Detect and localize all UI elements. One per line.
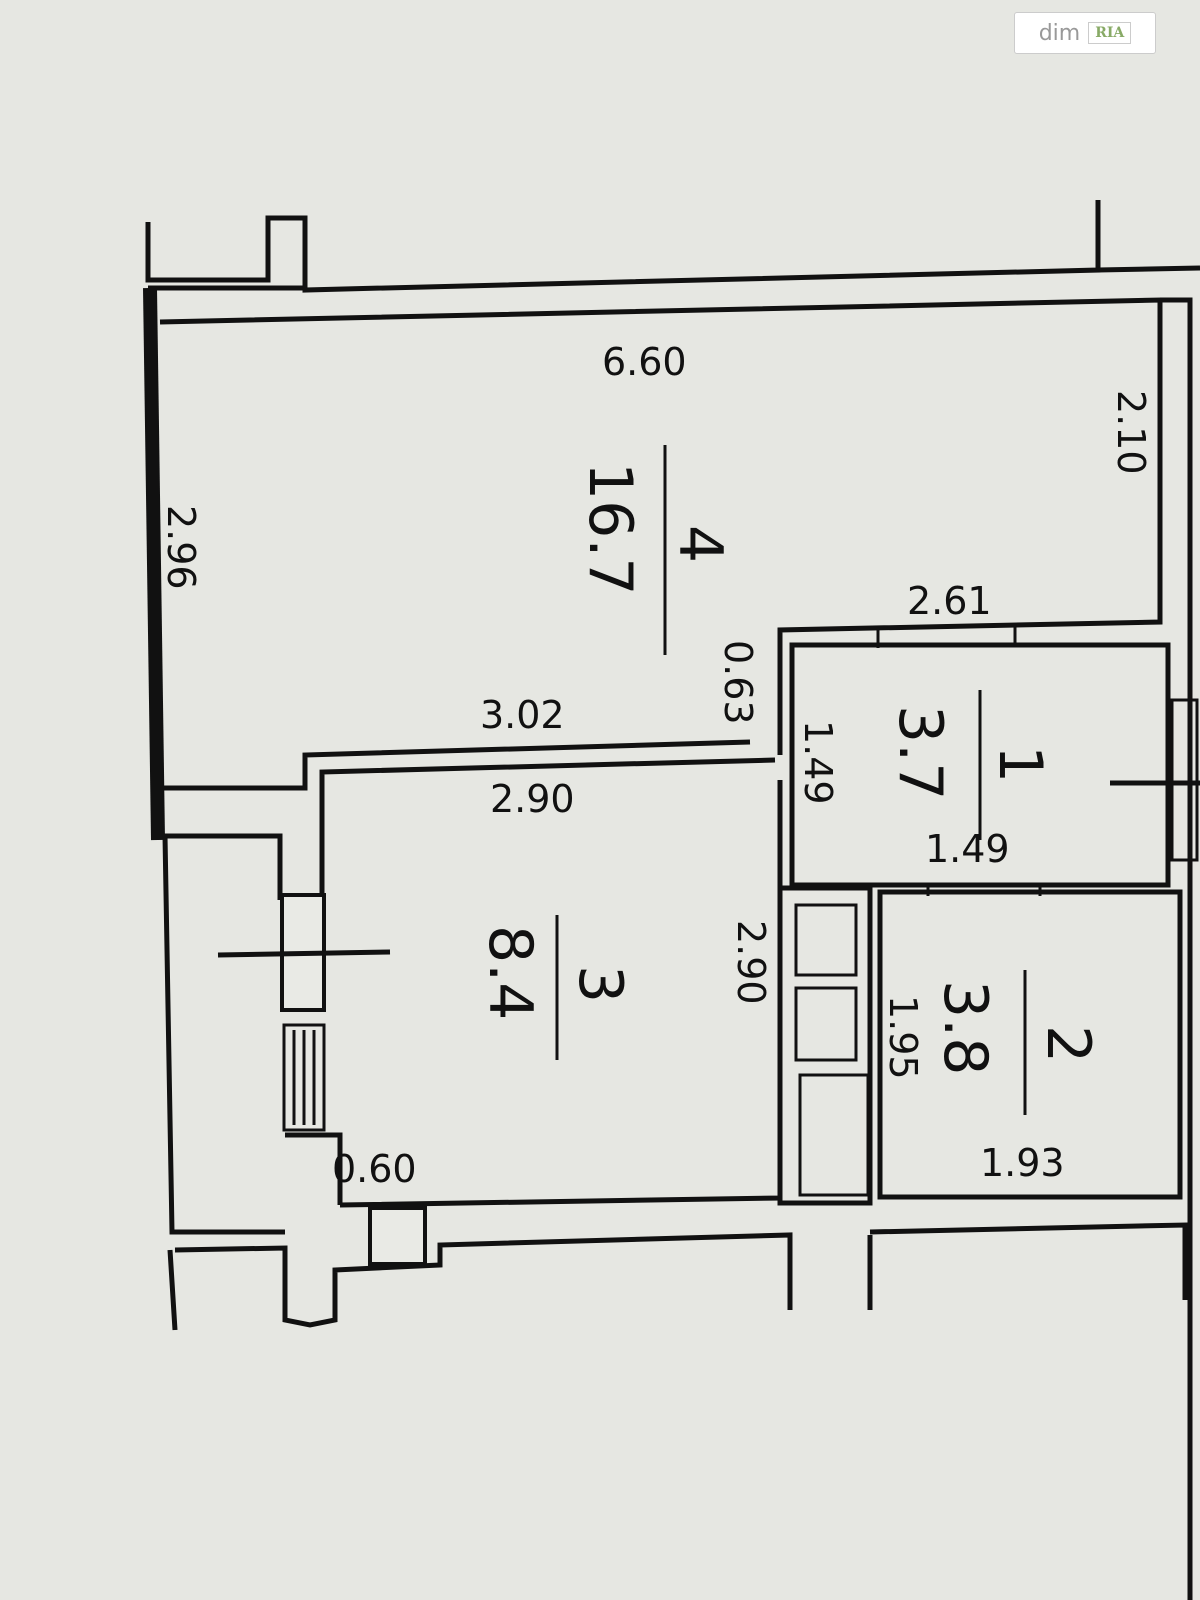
dim-1-49-left: 1.49 [796, 720, 840, 805]
room-4-number: 4 [665, 525, 735, 563]
watermark-text: dim [1038, 20, 1081, 46]
dim-2-61: 2.61 [907, 579, 992, 623]
dim-1-49-bottom: 1.49 [925, 827, 1010, 871]
dim-0-63: 0.63 [716, 640, 760, 725]
room-1-number: 1 [985, 745, 1055, 783]
dim-2-90-side: 2.90 [729, 920, 773, 1005]
room-3-number: 3 [565, 965, 635, 1003]
dim-1-93: 1.93 [980, 1141, 1065, 1185]
watermark-logo: dim RIA [1014, 12, 1156, 54]
dim-0-60: 0.60 [332, 1147, 417, 1191]
room-4-area: 16.7 [575, 462, 645, 596]
room-1-area: 3.7 [885, 705, 955, 800]
dim-1-95: 1.95 [881, 995, 925, 1080]
room-2-number: 2 [1033, 1025, 1103, 1063]
dim-2-10: 2.10 [1109, 390, 1153, 475]
dim-2-96: 2.96 [159, 505, 203, 590]
outer-walls [143, 200, 1200, 1600]
dim-3-02: 3.02 [480, 693, 565, 737]
dim-6-60: 6.60 [602, 340, 687, 384]
room-2-area: 3.8 [930, 980, 1000, 1075]
dim-2-90-top: 2.90 [490, 777, 575, 821]
room-3-area: 8.4 [475, 925, 545, 1020]
watermark-badge: RIA [1088, 22, 1132, 44]
